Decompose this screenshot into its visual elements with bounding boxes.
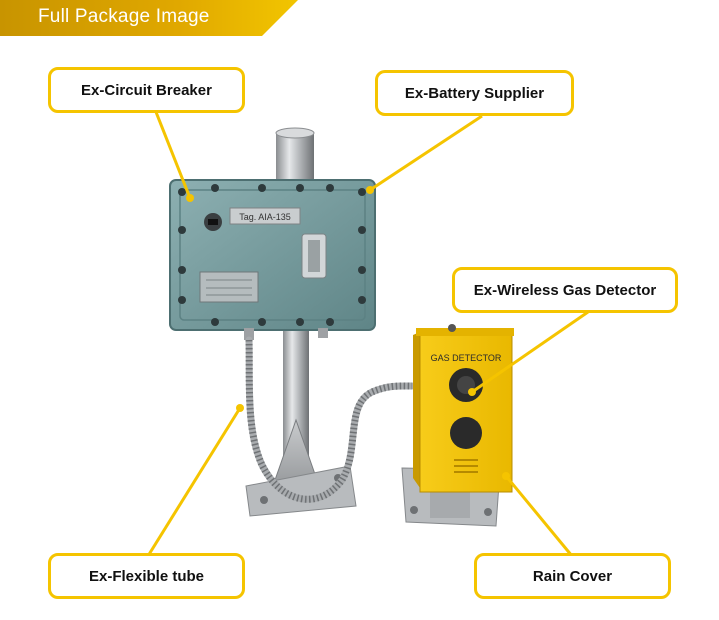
callout-flexible-tube: Ex-Flexible tube	[48, 553, 245, 599]
sensor-window-bottom	[450, 417, 482, 449]
header-banner	[0, 0, 298, 36]
pole-base-plate	[245, 465, 357, 517]
callout-battery-supplier: Ex-Battery Supplier	[375, 70, 574, 116]
callout-rain-cover: Rain Cover	[474, 553, 671, 599]
callout-leaders	[146, 111, 589, 557]
detector-label: GAS DETECTOR	[431, 353, 502, 363]
tag-plate-text: Tag. AIA-135	[239, 212, 291, 222]
callout-circuit-breaker: Ex-Circuit Breaker	[48, 67, 245, 113]
page-title: Full Package Image	[38, 6, 210, 27]
rain-cover-housing	[413, 324, 514, 493]
callout-dots	[186, 186, 510, 480]
flexible-tube	[245, 336, 416, 503]
callout-wireless-gas-detector: Ex-Wireless Gas Detector	[452, 267, 678, 313]
explosion-proof-enclosure	[169, 179, 376, 340]
